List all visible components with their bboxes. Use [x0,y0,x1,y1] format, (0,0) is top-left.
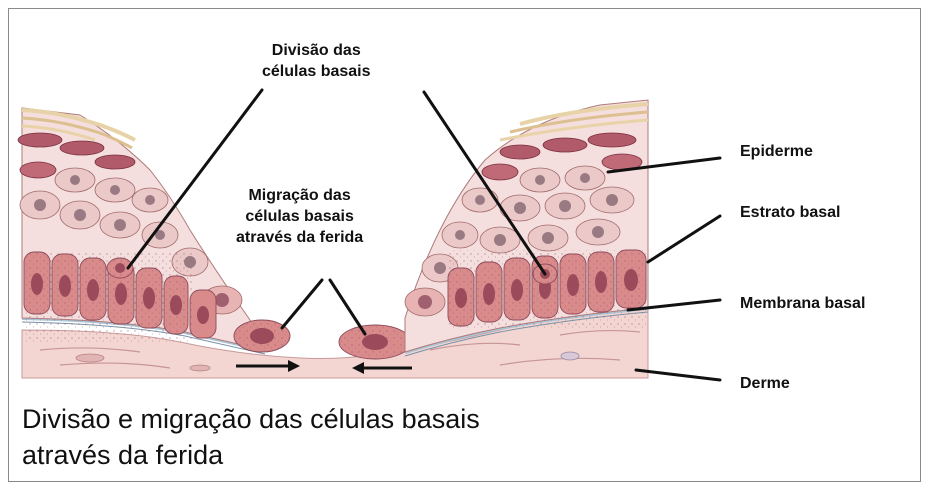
label-cell-migration: Migração das células basais através da f… [236,185,363,248]
figure-caption-line1: Divisão e migração das células basais [22,404,480,434]
left-epidermis [18,108,265,350]
label-cell-migration-line2: células basais [236,206,363,227]
label-cell-migration-line3: através da ferida [236,227,363,248]
label-cell-division: Divisão das células basais [262,40,371,82]
label-cell-division-line1: Divisão das [262,40,371,61]
label-basal-layer: Estrato basal [740,202,840,223]
label-basement-membrane: Membrana basal [740,293,865,314]
right-epidermis [405,100,648,352]
label-cell-division-line2: células basais [262,61,371,82]
label-epidermis: Epiderme [740,141,813,162]
label-dermis: Derme [740,373,790,394]
label-cell-migration-line1: Migração das [236,185,363,206]
figure-caption-line2: através da ferida [22,440,223,470]
